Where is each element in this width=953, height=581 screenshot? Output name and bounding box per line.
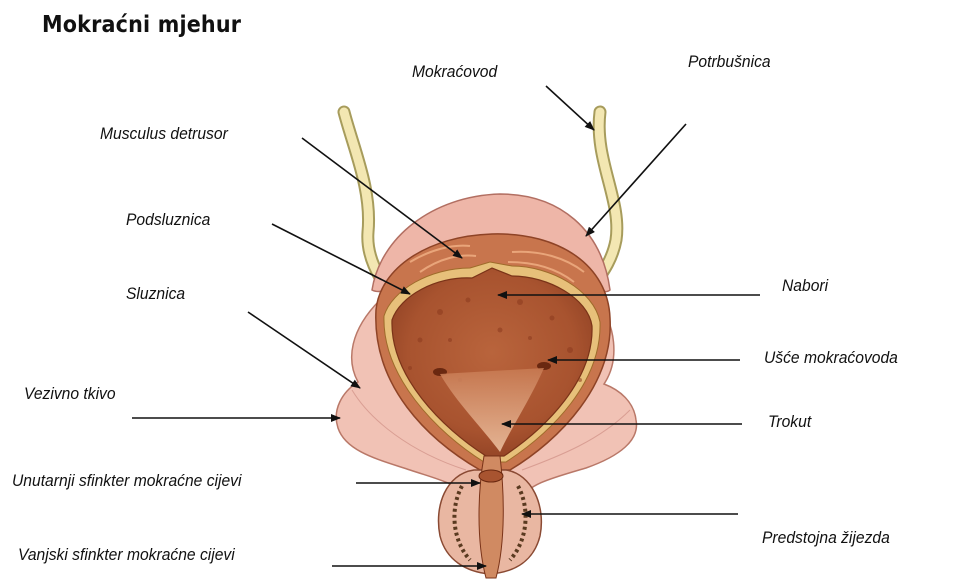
label-vanjski-sfinkter: Vanjski sfinkter mokraćne cijevi <box>18 545 235 565</box>
label-podsluznica: Podsluznica <box>126 210 210 230</box>
label-potrbusnica: Potrbušnica <box>688 52 771 72</box>
arrow-sluznica <box>248 312 360 388</box>
internal-sphincter <box>479 470 503 482</box>
arrow-musculus-detrusor <box>302 138 462 258</box>
label-trokut: Trokut <box>768 412 811 432</box>
label-usce-mokracovoda: Ušće mokraćovoda <box>764 348 898 368</box>
label-unutarnji-sfinkter: Unutarnji sfinkter mokraćne cijevi <box>12 471 241 491</box>
label-mokracovod: Mokraćovod <box>412 62 497 82</box>
label-vezivno-tkivo: Vezivno tkivo <box>24 384 116 404</box>
label-sluznica: Sluznica <box>126 284 185 304</box>
arrow-mokracovod <box>546 86 594 130</box>
label-predstojna-zijezda: Predstojna žijezda <box>762 528 890 548</box>
label-musculus-detrusor: Musculus detrusor <box>100 124 228 144</box>
label-nabori: Nabori <box>782 276 828 296</box>
